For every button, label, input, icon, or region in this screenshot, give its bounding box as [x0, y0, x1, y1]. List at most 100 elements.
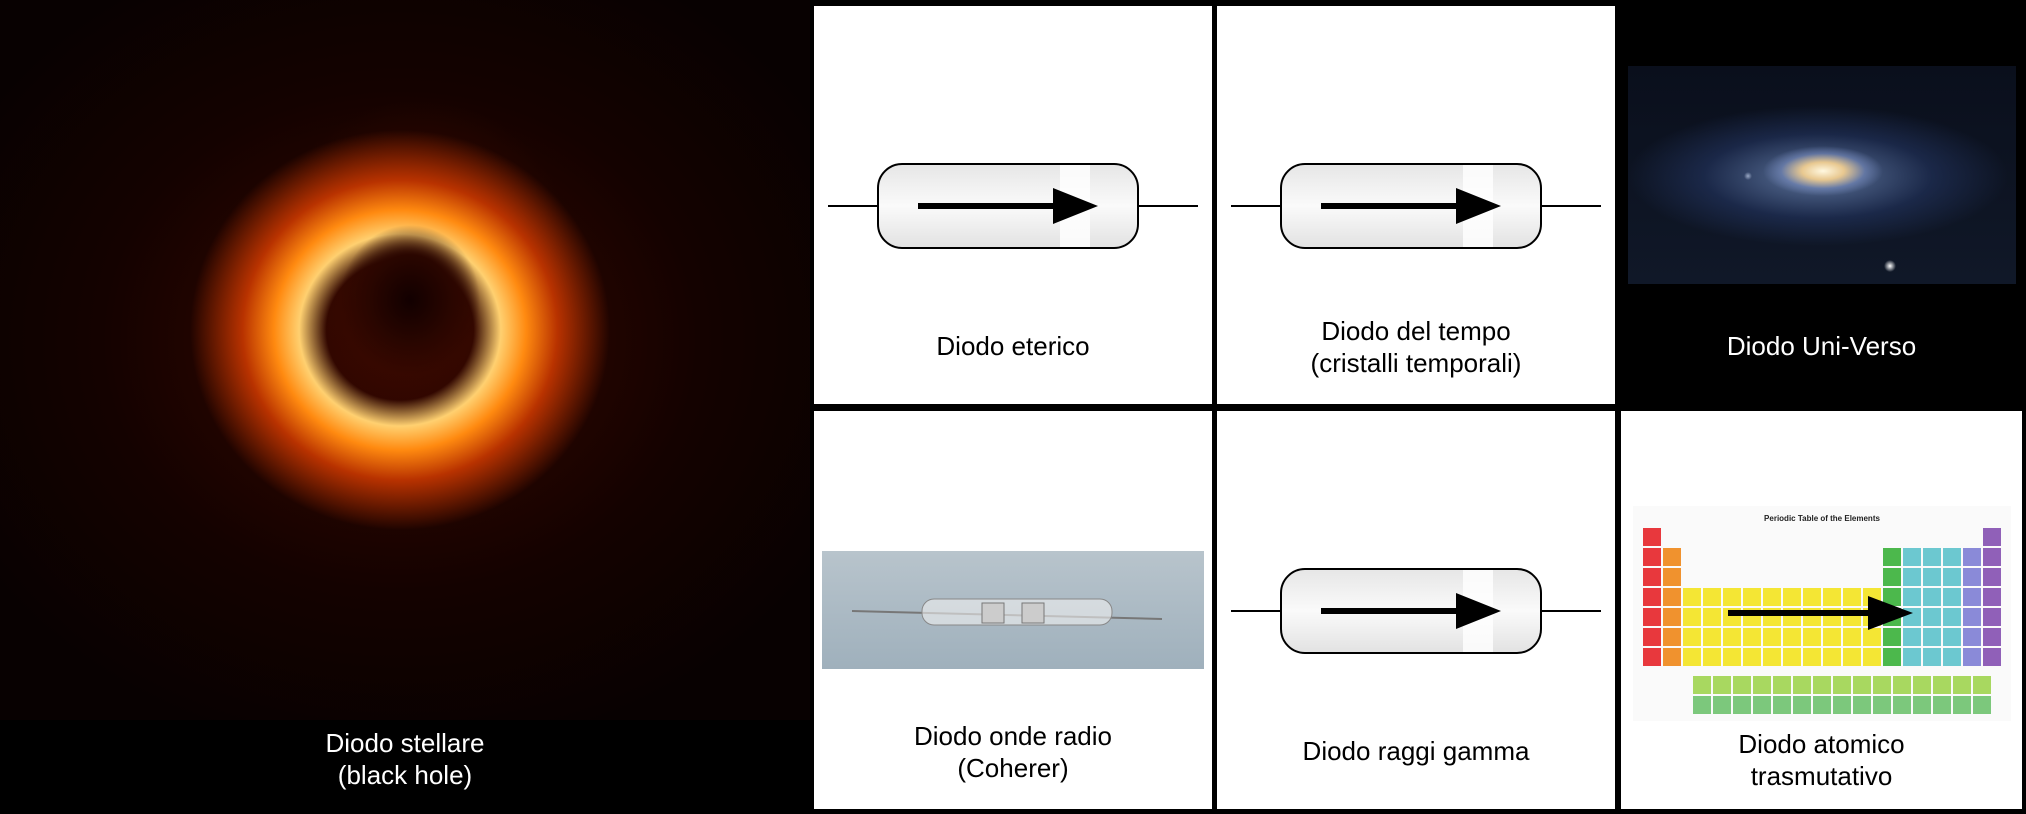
element-tile	[1923, 628, 1941, 646]
caption-line: (black hole)	[337, 760, 473, 790]
caption-stellare: Diodo stellare (black hole)	[0, 720, 810, 814]
element-tile	[1903, 568, 1921, 586]
element-tile	[1663, 568, 1681, 586]
element-tile	[1813, 696, 1831, 714]
element-tile	[1733, 696, 1751, 714]
element-tile	[1823, 628, 1841, 646]
element-tile	[1843, 588, 1861, 606]
element-tile	[1663, 648, 1681, 666]
element-tile	[1903, 588, 1921, 606]
element-tile	[1643, 648, 1661, 666]
element-tile	[1783, 648, 1801, 666]
element-tile	[1723, 648, 1741, 666]
element-tile	[1753, 696, 1771, 714]
element-tile	[1953, 696, 1971, 714]
element-tile	[1963, 648, 1981, 666]
panel-tempo: Diodo del tempo (cristalli temporali)	[1217, 6, 1615, 404]
element-tile	[1643, 548, 1661, 566]
element-tile	[1983, 528, 2001, 546]
element-tile	[1883, 568, 1901, 586]
element-tile	[1963, 608, 1981, 626]
element-tile	[1893, 696, 1911, 714]
element-tile	[1713, 696, 1731, 714]
element-tile	[1833, 676, 1851, 694]
element-tile	[1663, 608, 1681, 626]
element-tile	[1793, 696, 1811, 714]
element-tile	[1943, 628, 1961, 646]
element-tile	[1743, 588, 1761, 606]
element-tile	[1843, 648, 1861, 666]
element-tile	[1943, 568, 1961, 586]
element-tile	[1883, 548, 1901, 566]
element-tile	[1703, 608, 1721, 626]
element-tile	[1983, 608, 2001, 626]
element-tile	[1943, 548, 1961, 566]
element-tile	[1713, 676, 1731, 694]
panel-gamma: Diodo raggi gamma	[1217, 411, 1615, 809]
panel-atomico: Periodic Table of the Elements Diodo ato…	[1621, 411, 2022, 809]
element-tile	[1663, 588, 1681, 606]
element-tile	[1983, 548, 2001, 566]
element-tile	[1703, 588, 1721, 606]
element-tile	[1913, 696, 1931, 714]
periodic-table-title: Periodic Table of the Elements	[1764, 514, 1880, 523]
element-tile	[1983, 588, 2001, 606]
element-tile	[1853, 676, 1871, 694]
element-tile	[1963, 628, 1981, 646]
element-tile	[1643, 568, 1661, 586]
element-tile	[1903, 648, 1921, 666]
element-tile	[1893, 676, 1911, 694]
black-hole-image	[0, 0, 810, 720]
caption-line: trasmutativo	[1750, 761, 1893, 791]
element-tile	[1663, 548, 1681, 566]
element-tile	[1723, 628, 1741, 646]
element-tile	[1643, 588, 1661, 606]
element-tile	[1643, 528, 1661, 546]
element-tile	[1923, 548, 1941, 566]
element-tile	[1933, 676, 1951, 694]
element-tile	[1953, 676, 1971, 694]
element-tile	[1743, 628, 1761, 646]
diode-symbol	[828, 156, 1198, 256]
element-tile	[1703, 648, 1721, 666]
element-tile	[1903, 628, 1921, 646]
element-tile	[1943, 648, 1961, 666]
element-tile	[1983, 628, 2001, 646]
panel-onde-radio: Diodo onde radio (Coherer)	[814, 411, 1212, 809]
element-tile	[1883, 648, 1901, 666]
element-tile	[1683, 588, 1701, 606]
element-tile	[1683, 628, 1701, 646]
element-tile	[1643, 608, 1661, 626]
element-tile	[1873, 676, 1891, 694]
coherer-photo	[822, 551, 1204, 669]
element-tile	[1883, 628, 1901, 646]
element-tile	[1743, 648, 1761, 666]
element-tile	[1863, 628, 1881, 646]
element-tile	[1753, 676, 1771, 694]
element-tile	[1773, 676, 1791, 694]
element-tile	[1983, 568, 2001, 586]
element-tile	[1963, 588, 1981, 606]
element-tile	[1783, 588, 1801, 606]
element-tile	[1823, 588, 1841, 606]
element-tile	[1683, 648, 1701, 666]
element-tile	[1933, 696, 1951, 714]
caption-line: Diodo raggi gamma	[1302, 736, 1530, 766]
diode-symbol	[1231, 156, 1601, 256]
element-tile	[1803, 648, 1821, 666]
element-tile	[1833, 696, 1851, 714]
element-tile	[1693, 676, 1711, 694]
element-tile	[1733, 676, 1751, 694]
galaxy-image	[1628, 66, 2016, 284]
element-tile	[1963, 548, 1981, 566]
element-tile	[1693, 696, 1711, 714]
element-tile	[1723, 588, 1741, 606]
element-tile	[1883, 588, 1901, 606]
element-tile	[1803, 628, 1821, 646]
element-tile	[1763, 648, 1781, 666]
diode-symbol	[1231, 561, 1601, 661]
element-tile	[1973, 696, 1991, 714]
caption-line: (Coherer)	[957, 753, 1069, 783]
element-tile	[1943, 608, 1961, 626]
element-tile	[1663, 628, 1681, 646]
